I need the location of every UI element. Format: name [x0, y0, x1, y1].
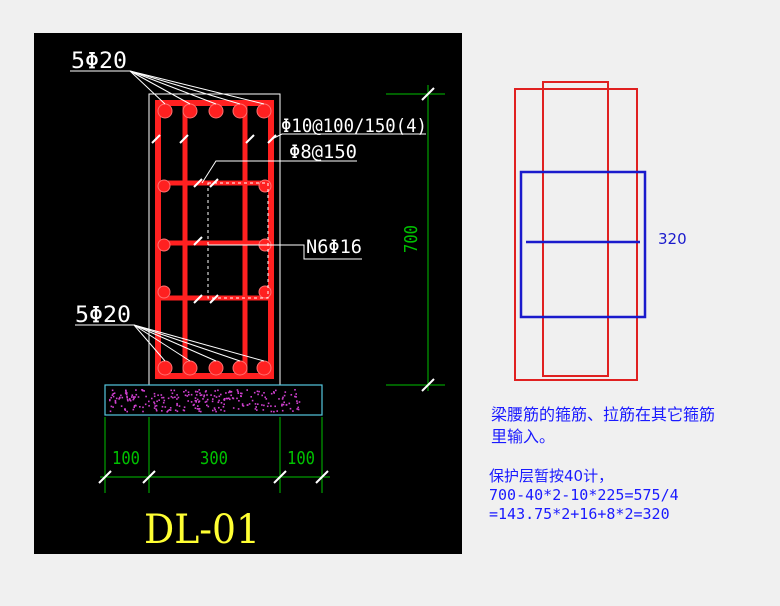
note-line: 里输入。 — [491, 427, 556, 446]
section-sketch: 320 — [480, 70, 780, 400]
rebar-circle — [256, 103, 272, 119]
rebar-circle — [208, 103, 224, 119]
right-dimension-label: 100 — [287, 448, 315, 469]
stirrup-label: Φ10@100/150(4) — [281, 115, 427, 137]
dimension-lines — [100, 85, 445, 493]
dimension-ticks — [98, 87, 435, 484]
leader-lines — [70, 70, 426, 362]
tie-label: Φ8@150 — [289, 141, 357, 163]
rebar-circle — [157, 179, 171, 193]
sketch-outer-red-rect — [514, 88, 638, 381]
stirrup-ticks — [151, 134, 277, 304]
sketch-dimension-label: 320 — [658, 230, 687, 248]
tie-dashed-box — [207, 182, 269, 299]
top-rebar-group — [157, 103, 272, 119]
rebar-circle — [232, 103, 248, 119]
middle-dimension-label: 300 — [200, 448, 228, 469]
note-formula-line: =143.75*2+16+8*2=320 — [489, 505, 670, 523]
rebar-circle — [258, 285, 272, 299]
side-rebar-group — [157, 179, 272, 299]
note-formula-line: 700-40*2-10*225=575/4 — [489, 486, 679, 504]
drawing-title: DL-01 — [144, 507, 260, 553]
rebar-circle — [157, 360, 173, 376]
rebar-circle — [182, 360, 198, 376]
beam-section-outline — [148, 93, 281, 386]
note-stirrup-instruction: 梁腰筋的箍筋、拉筋在其它箍筋 里输入。 — [491, 404, 715, 448]
sketch-blue-rect — [519, 170, 647, 319]
note-line: 梁腰筋的箍筋、拉筋在其它箍筋 — [491, 405, 716, 424]
footing-block — [104, 384, 323, 416]
bottom-bars-label: 5Φ20 — [75, 303, 131, 328]
rebar-circle — [182, 103, 198, 119]
sketch-inner-red-rect — [542, 81, 609, 377]
rebar-circle — [157, 103, 173, 119]
stirrup-outer — [155, 100, 274, 379]
rebar-circle — [157, 285, 171, 299]
cad-drawing-canvas: 5Φ20 5Φ20 Φ10@100/150(4) Φ8@150 N6Φ16 70… — [34, 33, 462, 554]
note-calculation: 保护层暂按40计， 700-40*2-10*225=575/4 =143.75*… — [489, 467, 679, 524]
rebar-circle — [157, 238, 171, 252]
bottom-rebar-group — [157, 360, 272, 376]
top-bars-label: 5Φ20 — [71, 49, 127, 74]
stirrup-inner — [158, 103, 271, 376]
rebar-circle — [232, 360, 248, 376]
height-dimension-label: 700 — [401, 225, 422, 253]
side-bars-label: N6Φ16 — [306, 236, 362, 258]
rebar-circle — [258, 179, 272, 193]
left-dimension-label: 100 — [112, 448, 140, 469]
rebar-circle — [208, 360, 224, 376]
rebar-circle — [256, 360, 272, 376]
note-line: 保护层暂按40计， — [489, 467, 614, 485]
